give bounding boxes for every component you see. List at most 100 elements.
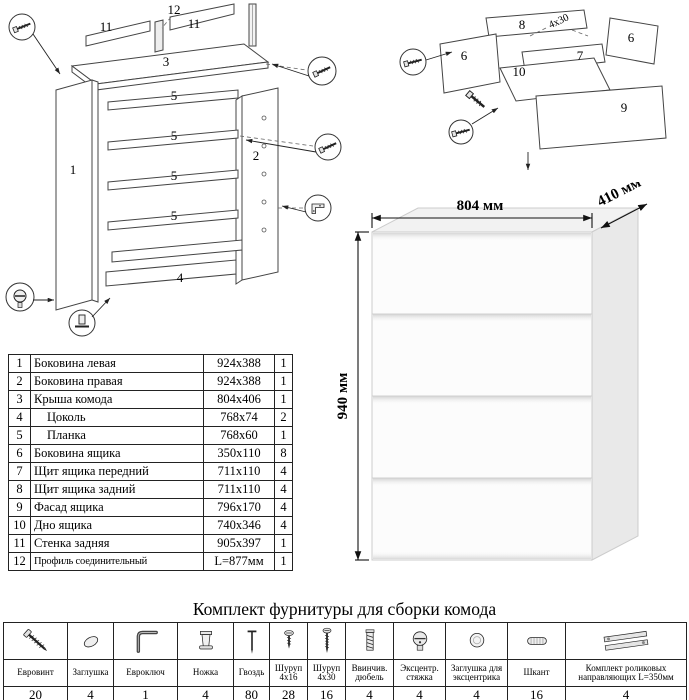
screw-icon <box>464 89 488 111</box>
table-row: 11 Стенка задняя 905x397 1 <box>8 534 293 553</box>
hardware-qty: 4 <box>345 686 394 700</box>
part-label-3: 3 <box>163 54 170 69</box>
cam-lock-icon <box>13 289 27 308</box>
dimensioned-dresser-drawing: 804 мм 410 мм 940 мм <box>335 182 648 561</box>
table-row: 8 Щит ящика задний 711x110 4 <box>8 480 293 499</box>
part-name: Фасад ящика <box>30 498 204 517</box>
right-side-panel <box>241 87 279 281</box>
table-row: 3 Крыша комода 804x406 1 <box>8 390 293 409</box>
part-label-8: 8 <box>519 17 526 32</box>
table-row: 10 Дно ящика 740x346 4 <box>8 516 293 535</box>
part-qty: 4 <box>274 498 293 517</box>
part-qty: 1 <box>274 426 293 445</box>
plinth-front <box>105 259 237 287</box>
drawer-side-left <box>439 33 501 94</box>
part-qty: 1 <box>274 372 293 391</box>
part-name: Щит ящика задний <box>30 480 204 499</box>
hardware-icon-cell <box>307 622 346 660</box>
hardware-qty: 28 <box>269 686 308 700</box>
hardware-label: Заглушка для эксцентрика <box>445 659 508 687</box>
part-label-6: 6 <box>461 48 468 63</box>
part-size: 711x110 <box>203 462 275 481</box>
part-label-9: 9 <box>621 100 628 115</box>
part-name: Планка <box>30 426 204 445</box>
hardware-label: Эксцентр. стяжка <box>393 659 446 687</box>
hardware-label: Евроключ <box>113 659 178 687</box>
confirmat-screw-icon <box>22 629 47 651</box>
hardware-qty: 4 <box>393 686 446 700</box>
part-qty: 4 <box>274 480 293 499</box>
drawer-gap-shadows <box>373 233 591 559</box>
cam-lock-icon <box>412 631 427 651</box>
part-label-5: 5 <box>171 168 178 183</box>
hardware-labels-row: Евровинт Заглушка Евроключ Ножка Гвоздь … <box>3 659 687 687</box>
part-label-4: 4 <box>177 270 184 285</box>
part-name: Боковина левая <box>30 354 204 373</box>
part-number: 6 <box>8 444 31 463</box>
hardware-kit-table: Евровинт Заглушка Евроключ Ножка Гвоздь … <box>3 622 687 700</box>
hardware-qty: 4 <box>177 686 234 700</box>
drawer-exploded-diagram: 8 6 6 7 10 9 4x30 <box>399 9 667 170</box>
back-panel-left-half <box>85 20 151 47</box>
hardware-label: Гвоздь <box>233 659 270 687</box>
hardware-icon-cell <box>393 622 446 660</box>
cam-cap-icon <box>469 633 484 648</box>
back-panel-right-half <box>169 3 235 31</box>
table-row: 5 Планка 768x60 1 <box>8 426 293 445</box>
drawer-facade <box>535 85 667 150</box>
part-label-12: 12 <box>168 2 181 17</box>
part-label-7: 7 <box>577 48 584 63</box>
hardware-label: Комплект роликовых направляющих L=350мм <box>565 659 687 687</box>
part-size: 924x388 <box>203 354 275 373</box>
part-qty: 1 <box>274 534 293 553</box>
depth-dimension-label: 410 мм <box>595 182 644 210</box>
part-number: 2 <box>8 372 31 391</box>
table-row: 6 Боковина ящика 350x110 8 <box>8 444 293 463</box>
part-qty: 8 <box>274 444 293 463</box>
foot-icon <box>75 314 89 328</box>
wood-dowel-icon <box>526 637 547 645</box>
part-number: 3 <box>8 390 31 409</box>
front-rail <box>107 89 239 111</box>
part-number: 1 <box>8 354 31 373</box>
part-qty: 1 <box>274 390 293 409</box>
hardware-icon-cell <box>233 622 270 660</box>
part-label-1: 1 <box>70 162 77 177</box>
part-size: 796x170 <box>203 498 275 517</box>
hardware-qty: 80 <box>233 686 270 700</box>
frame-exploded-diagram: 12 11 11 3 1 2 5 5 5 5 4 <box>5 2 342 337</box>
parts-list-table: 1 Боковина левая 924x388 1 2 Боковина пр… <box>8 354 293 571</box>
part-label-11: 11 <box>188 16 201 31</box>
hardware-label: Шуруп 4x16 <box>269 659 308 687</box>
hardware-icon-cell <box>113 622 178 660</box>
hardware-label: Ввинчив. дюбель <box>345 659 394 687</box>
table-row: 7 Щит ящика передний 711x110 4 <box>8 462 293 481</box>
part-qty: 1 <box>274 354 293 373</box>
hardware-icons-row <box>3 622 687 660</box>
part-size: 804x406 <box>203 390 275 409</box>
part-name: Щит ящика передний <box>30 462 204 481</box>
part-size: 768x60 <box>203 426 275 445</box>
assembly-axis-lines <box>529 27 589 37</box>
hardware-quantities-row: 20 4 1 4 80 28 16 4 4 4 16 4 <box>3 686 687 700</box>
hardware-qty: 16 <box>507 686 566 700</box>
hardware-icon-cell <box>177 622 234 660</box>
part-size: 924x388 <box>203 372 275 391</box>
connecting-profile <box>154 19 164 53</box>
width-dimension-label: 804 мм <box>457 198 504 214</box>
hardware-qty: 4 <box>67 686 114 700</box>
part-number: 5 <box>8 426 31 445</box>
part-qty: 4 <box>274 516 293 535</box>
hardware-qty: 4 <box>445 686 508 700</box>
hardware-qty: 1 <box>113 686 178 700</box>
part-number: 7 <box>8 462 31 481</box>
nail-icon <box>247 630 256 654</box>
table-row: 12 Профиль соединительный L=877мм 1 <box>8 552 293 571</box>
callout-leader-arrows <box>425 51 531 170</box>
part-name: Профиль соединительный <box>30 552 204 571</box>
part-size: L=877мм <box>203 552 275 571</box>
part-qty: 1 <box>274 552 293 571</box>
table-row: 9 Фасад ящика 796x170 4 <box>8 498 293 517</box>
hardware-icon-cell <box>507 622 566 660</box>
